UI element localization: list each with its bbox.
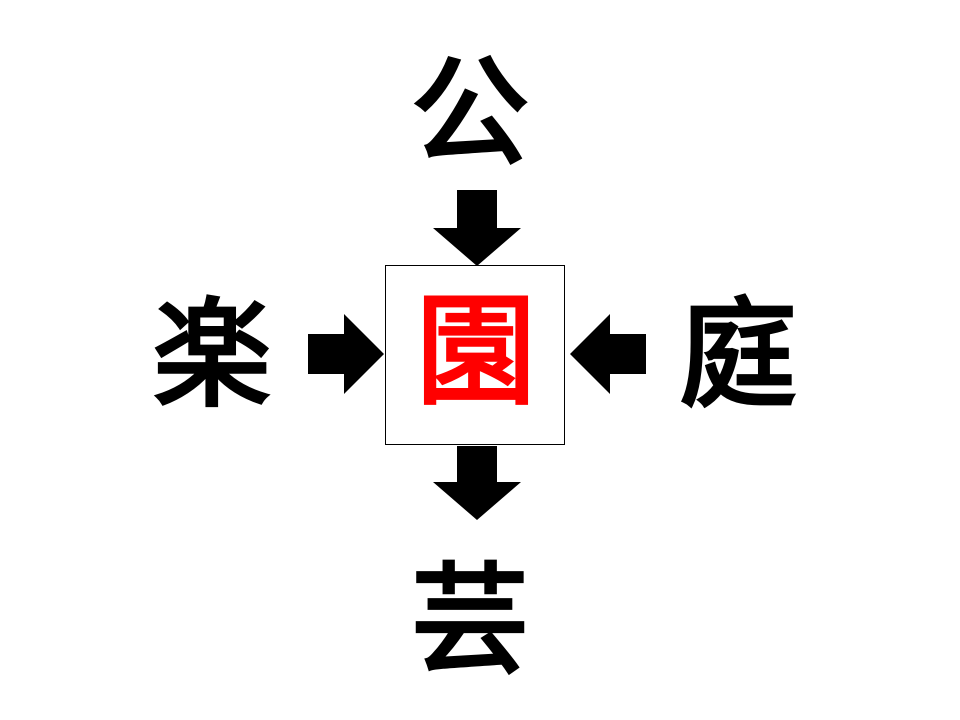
answer-box: 園	[385, 265, 565, 445]
left-kanji: 楽	[152, 286, 271, 424]
bottom-kanji: 芸	[410, 551, 529, 689]
arrow-left-right-icon	[570, 314, 646, 394]
answer-kanji: 園	[416, 283, 536, 422]
arrow-down-bottom-icon	[433, 446, 521, 520]
right-kanji: 庭	[678, 286, 797, 424]
arrow-down-top-icon	[433, 190, 521, 266]
top-kanji: 公	[410, 44, 529, 182]
arrow-right-left-icon	[308, 314, 384, 394]
